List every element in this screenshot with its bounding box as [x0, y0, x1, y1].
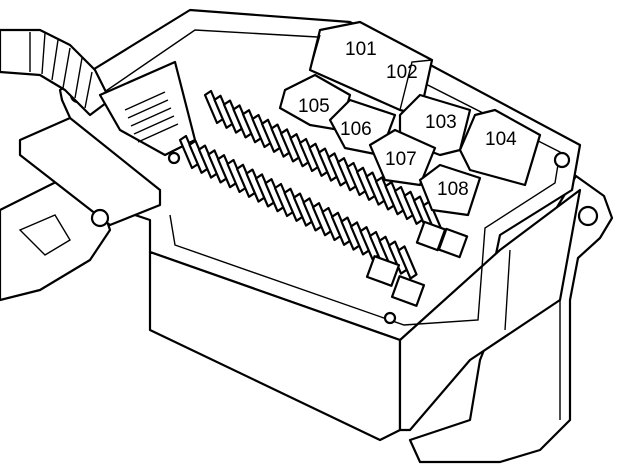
- box-rim: [99, 29, 561, 326]
- mount-bolt-right: [577, 205, 599, 227]
- relay-104-label: 104: [485, 129, 517, 150]
- small-relay-a: [365, 255, 401, 287]
- relay-103-label: 103: [425, 112, 457, 133]
- relay-104-block: [458, 108, 542, 187]
- flap-screw: [90, 208, 110, 228]
- right-wall-rib: [504, 249, 511, 331]
- small-relay-b: [390, 275, 426, 307]
- relay-101-102-edge: [309, 34, 433, 111]
- fuse-row-upper: [203, 89, 443, 235]
- relay-106-label: 106: [340, 119, 372, 140]
- relay-102-label: 102: [386, 62, 418, 83]
- cable-detail: [18, 214, 71, 256]
- corner-screw-top-right: [553, 151, 571, 169]
- lower-fuse: [397, 245, 418, 280]
- wiring-harness: [0, 28, 112, 117]
- harness-wraps: [29, 32, 93, 109]
- relay-108-block: [418, 163, 482, 217]
- lid-flap: [18, 116, 162, 227]
- box-front-wall: [148, 250, 402, 442]
- relay-107-block: [368, 128, 437, 187]
- small-relay-d: [437, 227, 469, 259]
- relay-107-label: 107: [385, 149, 417, 170]
- relay-101-label: 101: [345, 39, 377, 60]
- box-right-wall: [398, 188, 582, 432]
- relay-105-label: 105: [298, 96, 330, 117]
- corner-screw-front: [383, 311, 397, 325]
- relay-108-label: 108: [437, 179, 469, 200]
- center-screw: [167, 151, 181, 165]
- connector-pins: [124, 91, 179, 143]
